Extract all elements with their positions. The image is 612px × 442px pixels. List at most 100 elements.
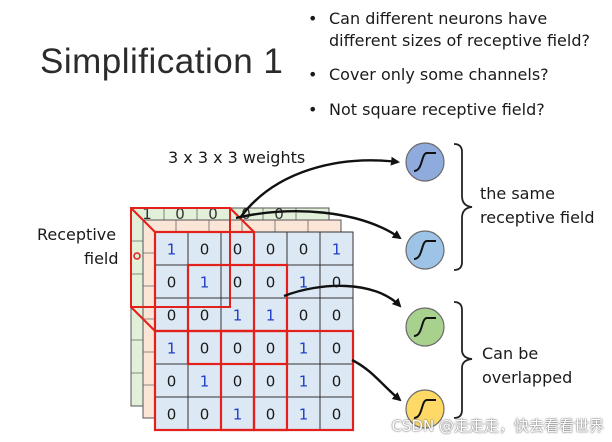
svg-text:1: 1: [299, 406, 309, 424]
grid-cell: 1: [154, 330, 189, 365]
svg-text:1: 1: [167, 340, 177, 358]
neuron-3: [405, 307, 445, 347]
svg-text:0: 0: [266, 274, 276, 292]
svg-text:0: 0: [299, 241, 309, 259]
grid-cell: 0: [154, 363, 189, 398]
grid-cell: 0: [220, 231, 255, 266]
grid-cell: 0: [319, 363, 354, 398]
neuron-4: [405, 389, 445, 429]
back-layer-digit: 0: [241, 205, 251, 223]
svg-text:0: 0: [332, 373, 342, 391]
arrow-to-neuron-4: [351, 358, 402, 402]
arrow-to-neuron-2: [235, 209, 402, 240]
receptive-field-boxes: [130, 207, 355, 432]
grid-cell: 0: [319, 297, 354, 332]
svg-text:0: 0: [266, 340, 276, 358]
slide-title: Simplification 1: [40, 42, 284, 81]
overlap-label-line2: overlapped: [482, 368, 573, 387]
question-list: Can different neurons have different siz…: [306, 8, 610, 134]
grid-cell: 0: [286, 231, 321, 266]
grid-cell: 0: [187, 330, 222, 365]
svg-text:1: 1: [299, 274, 309, 292]
arrow-to-neuron-3: [283, 284, 402, 308]
svg-text:0: 0: [332, 274, 342, 292]
svg-text:0: 0: [167, 307, 177, 325]
neurons: [405, 142, 445, 429]
svg-text:0: 0: [233, 340, 243, 358]
grid-cell: 1: [319, 231, 354, 266]
grid-cell: 0: [220, 363, 255, 398]
grid-cell: 0: [220, 264, 255, 299]
svg-text:0: 0: [233, 373, 243, 391]
grid-cell: 0: [253, 330, 288, 365]
back-layer-digit: 1: [142, 205, 152, 223]
svg-text:1: 1: [200, 373, 210, 391]
grid-cell: 0: [319, 396, 354, 431]
bracket-overlap: [453, 301, 473, 419]
svg-text:1: 1: [167, 241, 177, 259]
grid-cell: 0: [319, 264, 354, 299]
sigmoid-icon: [413, 317, 436, 337]
svg-text:0: 0: [200, 340, 210, 358]
question-item: Not square receptive field?: [306, 99, 610, 121]
arrow-to-neuron-1: [239, 156, 400, 219]
same-field-label-line1: the same: [480, 184, 555, 203]
receptive-field-box-overlap: [219, 329, 289, 432]
connection-arrows: [235, 156, 402, 402]
svg-text:1: 1: [332, 241, 342, 259]
anchor-dot: [133, 252, 141, 260]
grid-cell: 1: [286, 330, 321, 365]
grid-cell: 0: [286, 297, 321, 332]
grid-cell: 0: [253, 231, 288, 266]
grid-cell: 0: [187, 396, 222, 431]
svg-text:0: 0: [332, 340, 342, 358]
sigmoid-icon: [413, 240, 436, 260]
svg-text:1: 1: [233, 406, 243, 424]
watermark: CSDN @走走走，快去看看世界: [391, 417, 604, 435]
grid-cell: 0: [154, 297, 189, 332]
neuron-1: [405, 142, 445, 182]
question-item: Cover only some channels?: [306, 64, 610, 86]
back-layer-digit: 0: [274, 205, 284, 223]
receptive-field-box-middle: [186, 263, 289, 366]
grid-cell: 0: [253, 396, 288, 431]
grid-cell: 1: [187, 264, 222, 299]
back-layer-digit: 0: [175, 205, 185, 223]
grid-cell: 1: [220, 396, 255, 431]
svg-text:0: 0: [167, 274, 177, 292]
svg-text:1: 1: [233, 307, 243, 325]
grid-cell: 0: [253, 264, 288, 299]
grid-cell: 0: [154, 264, 189, 299]
svg-text:0: 0: [167, 373, 177, 391]
grid-cell: 1: [187, 363, 222, 398]
weights-label: 3 x 3 x 3 weights: [168, 148, 306, 167]
svg-text:0: 0: [233, 241, 243, 259]
grid-cell: 0: [187, 297, 222, 332]
svg-text:0: 0: [233, 274, 243, 292]
grid-cell: 1: [253, 297, 288, 332]
question-item: Can different neurons have different siz…: [306, 8, 610, 52]
grid-cell: 1: [286, 363, 321, 398]
back-layer-digit: 0: [208, 205, 218, 223]
receptive-field-box-bottom-right: [252, 329, 355, 432]
grid-cell: 0: [319, 330, 354, 365]
bracket-same-field: [453, 143, 473, 271]
svg-text:0: 0: [332, 307, 342, 325]
svg-text:0: 0: [266, 373, 276, 391]
svg-text:1: 1: [299, 373, 309, 391]
receptive-field-label-line1: Receptive: [37, 225, 117, 244]
svg-text:0: 0: [266, 241, 276, 259]
svg-text:0: 0: [200, 406, 210, 424]
grid-cell: 0: [154, 396, 189, 431]
svg-text:1: 1: [266, 307, 276, 325]
grid-cell: 1: [220, 297, 255, 332]
sigmoid-icon: [413, 399, 436, 419]
svg-text:0: 0: [332, 406, 342, 424]
svg-text:1: 1: [200, 274, 210, 292]
grid-cell: 0: [220, 330, 255, 365]
neuron-2: [405, 230, 445, 270]
overlap-label-line1: Can be: [482, 344, 539, 363]
sigmoid-icon: [413, 152, 436, 172]
same-field-label-line2: receptive field: [480, 208, 595, 227]
